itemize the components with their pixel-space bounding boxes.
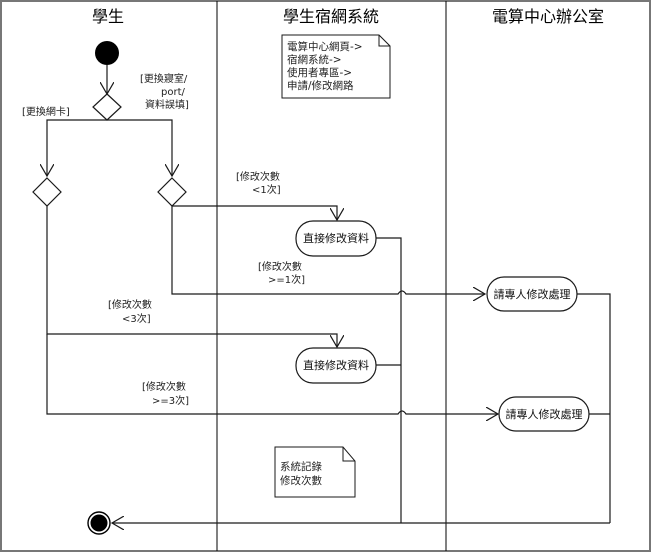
note-line: 申請/修改網路 (287, 79, 354, 92)
guard-ge1-line2: >=1次] (268, 273, 305, 286)
activity-request-staff-2[interactable]: 請專人修改處理 (498, 396, 590, 432)
guard-lt3-line2: <3次] (122, 312, 151, 325)
guard-change-room-line3: 資料誤填] (145, 98, 189, 111)
guard-change-room-line2: port/ (161, 87, 185, 98)
note-line: 修改次數 (280, 474, 322, 487)
flow-lt3 (46, 206, 337, 347)
guard-change-nic: [更換網卡] (22, 105, 70, 118)
lane-title-student: 學生 (92, 7, 124, 26)
guard-ge3-line2: >=3次] (152, 394, 189, 407)
guard-ge1-line1: [修改次數 (258, 260, 302, 273)
note-line: 系統記錄 (280, 460, 322, 473)
lane-title-computer-center: 電算中心辦公室 (492, 7, 604, 26)
lane-title-dorm-system: 學生宿網系統 (283, 7, 379, 26)
activity-label: 直接修改資料 (303, 231, 369, 245)
guard-ge3-line1: [修改次數 (142, 380, 186, 393)
final-node (87, 511, 111, 535)
flow-request-1-out (577, 293, 611, 523)
activity-direct-modify-2[interactable]: 直接修改資料 (295, 347, 377, 384)
guard-change-room-line1: [更換寢室/ (140, 72, 188, 85)
guard-lt1-line1: [修改次數 (236, 170, 280, 183)
activity-label: 直接修改資料 (303, 358, 369, 372)
activity-label: 請專人修改處理 (494, 287, 571, 301)
flow-change-nic (47, 119, 107, 176)
flow-direct-1-out (376, 237, 402, 523)
flow-change-room (107, 119, 172, 176)
note-line: 使用者專區-> (287, 66, 352, 79)
guard-lt1-line2: <1次] (252, 183, 281, 196)
activity-direct-modify-1[interactable]: 直接修改資料 (295, 220, 377, 257)
note-navigation: 電算中心網頁-> 宿網系統-> 使用者專區-> 申請/修改網路 (281, 34, 391, 99)
note-line: 宿網系統-> (287, 53, 342, 66)
initial-node (95, 41, 119, 65)
flow-lt1 (172, 205, 337, 220)
activity-label: 請專人修改處理 (506, 407, 583, 421)
activity-request-staff-1[interactable]: 請專人修改處理 (486, 276, 578, 312)
guard-lt3-line1: [修改次數 (108, 298, 152, 311)
note-line: 電算中心網頁-> (287, 40, 363, 53)
note-system-log: 系統記錄 修改次數 (274, 446, 356, 498)
